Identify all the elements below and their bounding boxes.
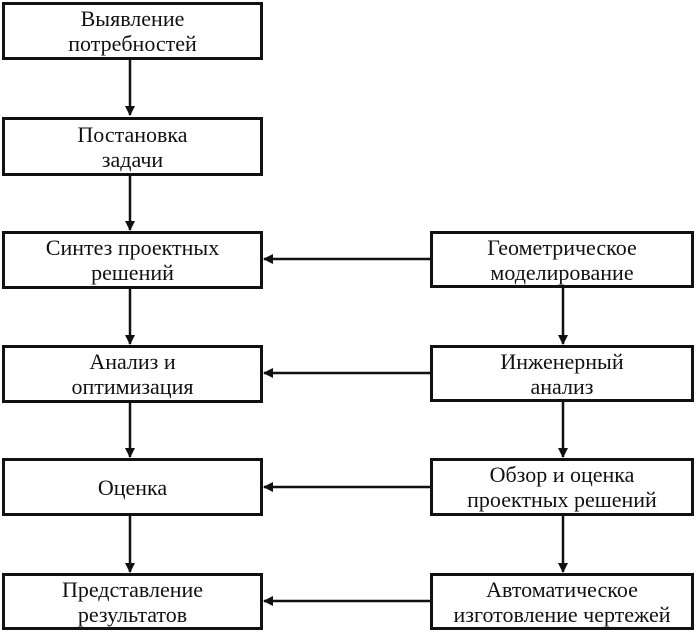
- box-design-synthesis: Синтез проектных решений: [2, 231, 263, 289]
- box-results-presentation-label: Представление результатов: [61, 576, 204, 627]
- box-geometric-modeling: Геометрическое моделирование: [430, 231, 694, 288]
- box-design-synthesis-label: Синтез проектных решений: [45, 235, 220, 285]
- box-geometric-modeling-label: Геометрическое моделирование: [487, 234, 637, 285]
- box-needs-identification-label: Выявление потребностей: [68, 6, 197, 56]
- box-analysis-optimization: Анализ и оптимизация: [2, 345, 263, 403]
- box-needs-identification: Выявление потребностей: [2, 2, 263, 60]
- box-automated-drafting-label: Автоматическое изготовление чертежей: [453, 576, 671, 627]
- box-design-review-label: Обзор и оценка проектных решений: [467, 462, 657, 512]
- box-engineering-analysis: Инженерный анализ: [430, 345, 694, 402]
- box-analysis-optimization-label: Анализ и оптимизация: [71, 349, 194, 399]
- box-evaluation: Оценка: [2, 458, 263, 516]
- box-evaluation-label: Оценка: [97, 474, 168, 500]
- box-problem-statement: Постановка задачи: [2, 117, 263, 176]
- box-engineering-analysis-label: Инженерный анализ: [500, 348, 624, 399]
- box-design-review: Обзор и оценка проектных решений: [430, 458, 694, 516]
- box-automated-drafting: Автоматическое изготовление чертежей: [430, 573, 694, 630]
- box-problem-statement-label: Постановка задачи: [77, 121, 188, 172]
- box-results-presentation: Представление результатов: [2, 573, 263, 630]
